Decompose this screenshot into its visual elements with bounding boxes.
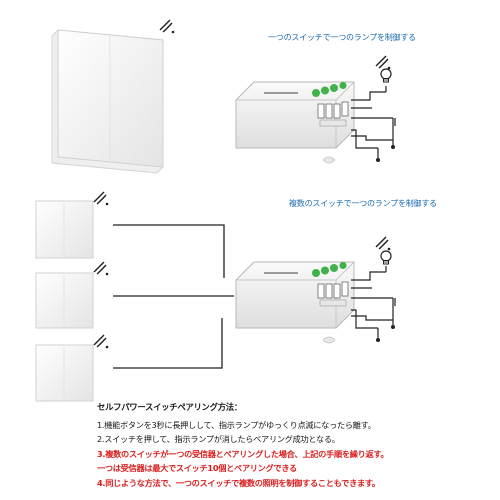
wall-switch-1 — [35, 200, 94, 259]
single-switch-section — [51, 19, 396, 174]
instruction-step-2: 2.スイッチを押して、指示ランプが消したらペアリング成功となる。 — [97, 434, 340, 445]
switch-links — [113, 224, 234, 369]
pairing-instructions: セルフパワースイッチペアリング方法： 1.機能ボタンを3秒に長押しして、指示ラン… — [97, 400, 497, 491]
output-wires — [351, 86, 396, 158]
wall-switch-3 — [35, 344, 94, 402]
receiver-module — [235, 80, 355, 149]
receiver-module — [235, 260, 355, 329]
caption-single-switch: 一つのスイッチで一つのランプを制御する — [268, 33, 416, 42]
light-bulb-icon — [380, 250, 392, 265]
wireless-signal-icon — [375, 236, 391, 252]
wireless-signal-icon — [375, 55, 391, 71]
instruction-step-1: 1.機能ボタンを3秒に長押しして、指示ランプがゆっくり点滅になったら離す。 — [97, 419, 376, 430]
instructions-title: セルフパワースイッチペアリング方法： — [97, 402, 242, 412]
wireless-signal-icon — [93, 261, 110, 276]
wall-switch-large — [51, 29, 164, 174]
light-bulb-icon — [380, 68, 392, 83]
wireless-signal-icon — [93, 334, 110, 349]
multi-switch-section — [35, 191, 396, 402]
instruction-step-3-note: 一つは受信器は最大でスイッチ10個とペアリングできる — [97, 463, 297, 474]
caption-multi-switch: 複数のスイッチで一つのランプを制御する — [289, 199, 437, 208]
instruction-step-4: 4.同じような方法で、一つのスイッチで複数の照明を制御することもできます。 — [97, 477, 380, 488]
output-wires — [351, 266, 396, 338]
wall-switch-2 — [35, 272, 94, 329]
wireless-signal-icon — [93, 191, 110, 207]
wireless-signal-icon — [159, 19, 176, 34]
instruction-step-3: 3.複数のスイッチが一つの受信器とペアリングした場合、上記の手順を繰り返す。 — [97, 448, 389, 459]
